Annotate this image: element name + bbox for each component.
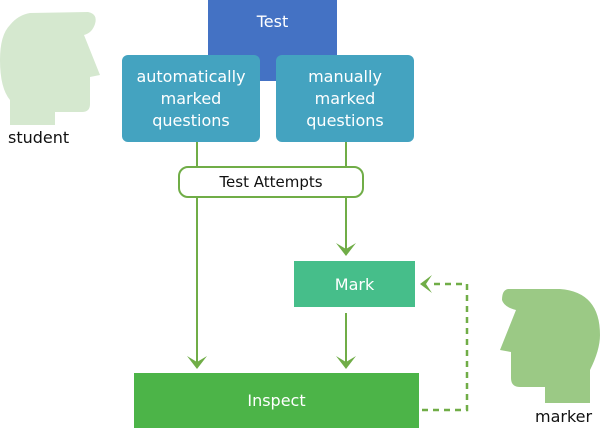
student-head-icon — [0, 12, 100, 125]
auto-marked-questions-node: automatically marked questions — [122, 55, 260, 142]
manual-questions-line-1: manually — [308, 66, 382, 86]
mark-node: Mark — [294, 261, 415, 307]
test-attempts-label: Test Attempts — [219, 173, 323, 191]
marker-head-icon — [500, 289, 600, 403]
manual-questions-line-3: questions — [306, 110, 384, 130]
auto-questions-line-2: marked — [160, 88, 222, 108]
arrowhead-to-inspect-left — [187, 356, 207, 369]
manual-questions-line-2: marked — [314, 88, 376, 108]
student-label: student — [8, 128, 70, 147]
inspect-node: Inspect — [134, 373, 419, 428]
arrowhead-dashed-to-mark — [420, 275, 432, 293]
dashed-feedback-connector — [422, 282, 469, 412]
test-attempts-node: Test Attempts — [178, 166, 364, 198]
arrowhead-to-mark — [336, 243, 356, 256]
marker-label: marker — [535, 407, 593, 426]
auto-questions-line-3: questions — [152, 110, 230, 130]
inspect-label: Inspect — [247, 391, 306, 410]
test-label: Test — [256, 12, 289, 31]
arrowhead-to-inspect-right — [336, 356, 356, 369]
mark-label: Mark — [334, 274, 375, 294]
manually-marked-questions-node: manually marked questions — [276, 55, 414, 142]
auto-questions-line-1: automatically — [136, 66, 246, 86]
